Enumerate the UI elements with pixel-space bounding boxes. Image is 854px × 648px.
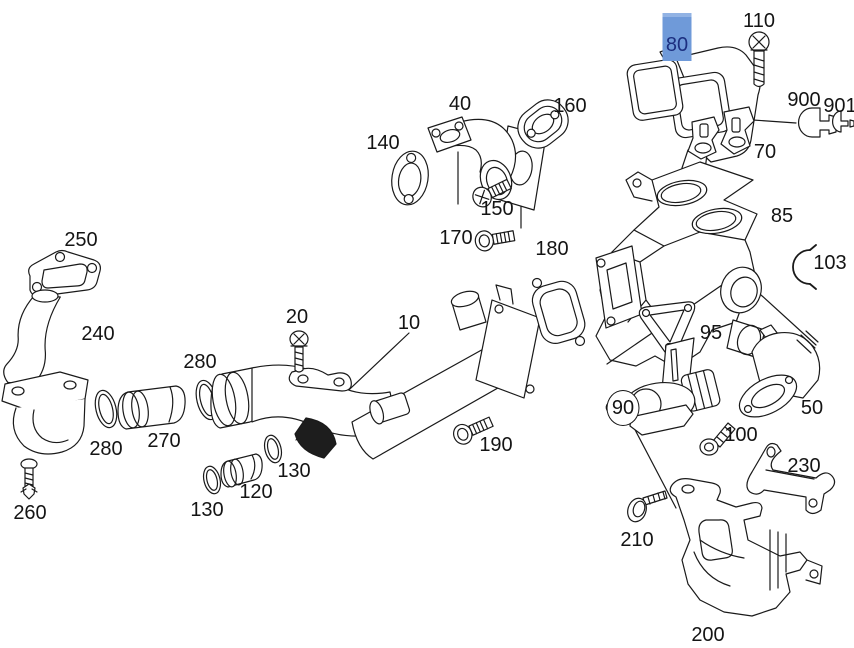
part-140-gasket	[391, 150, 429, 206]
part-110-screw	[748, 31, 770, 88]
part-180-gasket	[531, 277, 586, 347]
callout-901[interactable]: 901	[823, 95, 854, 117]
callout-170[interactable]: 170	[439, 227, 473, 249]
part-130-oring-left	[202, 465, 222, 495]
part-240-pipe	[1, 289, 89, 455]
callout-110[interactable]: 110	[743, 10, 775, 32]
part-230-bracket	[746, 442, 836, 515]
part-270-sleeve	[117, 385, 186, 430]
part-120-sleeve	[220, 453, 263, 488]
callout-900[interactable]: 900	[787, 89, 821, 111]
callout-40[interactable]: 40	[448, 93, 472, 115]
callout-190[interactable]: 190	[479, 434, 513, 456]
callout-160[interactable]: 160	[553, 95, 587, 117]
callout-70[interactable]: 70	[753, 141, 777, 163]
callout-103[interactable]: 103	[813, 252, 847, 274]
part-100-bolt	[699, 422, 736, 456]
callout-140[interactable]: 140	[366, 132, 400, 154]
part-103-clip	[792, 244, 817, 290]
callout-130-upper[interactable]: 130	[277, 460, 311, 482]
part-70-bracket	[687, 106, 755, 160]
callout-260[interactable]: 260	[13, 502, 47, 524]
callout-240[interactable]: 240	[81, 323, 115, 345]
part-250-gasket	[28, 249, 101, 297]
callout-230[interactable]: 230	[787, 455, 821, 477]
callout-85[interactable]: 85	[770, 205, 794, 227]
callout-20[interactable]: 20	[285, 306, 309, 328]
callout-270[interactable]: 270	[147, 430, 181, 452]
part-200-bracket	[669, 478, 823, 617]
part-90-egr-valve	[605, 337, 721, 436]
callout-120[interactable]: 120	[239, 481, 273, 503]
part-160-gasket	[517, 99, 569, 149]
callout-95[interactable]: 95	[699, 322, 723, 344]
callout-180[interactable]: 180	[535, 238, 569, 260]
callout-80-selected[interactable]: 80	[662, 13, 692, 61]
part-170-bolt	[474, 230, 516, 252]
callout-200[interactable]: 200	[691, 624, 725, 646]
callout-130-lower[interactable]: 130	[190, 499, 224, 521]
part-50-actuator	[738, 324, 821, 418]
part-150-bolt	[472, 178, 512, 208]
part-901-plug	[832, 110, 854, 133]
callout-10[interactable]: 10	[397, 312, 421, 334]
part-210-bolt	[627, 490, 668, 523]
callout-280-lower[interactable]: 280	[89, 438, 123, 460]
part-85-housing	[595, 161, 766, 369]
part-190-bolt	[452, 416, 494, 445]
callout-280-upper[interactable]: 280	[183, 351, 217, 373]
callout-210[interactable]: 210	[620, 529, 654, 551]
part-130-oring-right	[263, 434, 283, 464]
part-280-oring-lower	[94, 389, 118, 429]
part-260-screw	[20, 458, 38, 500]
callout-90-circled[interactable]: 90	[606, 390, 640, 426]
callout-250[interactable]: 250	[64, 229, 98, 251]
callout-50[interactable]: 50	[800, 397, 824, 419]
callout-150[interactable]: 150	[480, 198, 514, 220]
part-10-cooler-assembly	[210, 284, 541, 460]
callout-100[interactable]: 100	[724, 424, 758, 446]
part-20-bolt	[289, 330, 309, 373]
